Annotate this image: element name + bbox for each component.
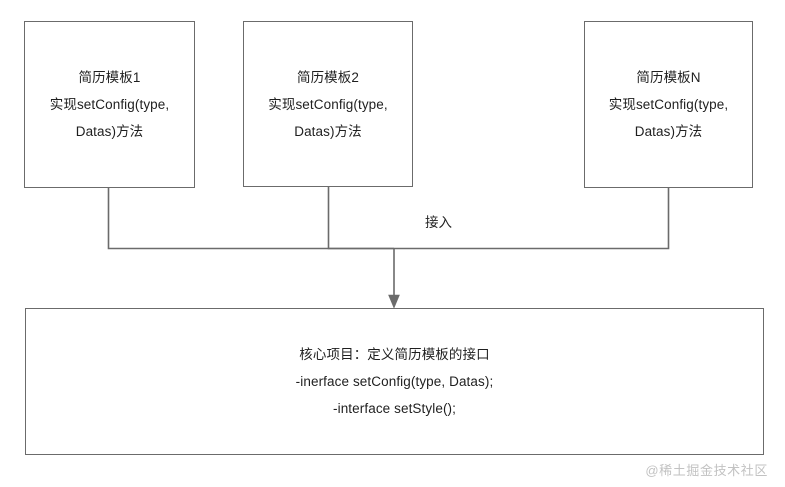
node-core-project-line-2: -inerface setConfig(type, Datas); [295,374,494,389]
connector-template-2 [327,187,394,250]
watermark: @稀土掘金技术社区 [645,463,768,478]
node-core-project-line-3: -interface setStyle(); [333,401,456,416]
node-template-1-line-3: Datas)方法 [75,124,144,139]
node-template-2-line-2: 实现setConfig(type, [268,96,388,112]
node-core-project[interactable]: 核心项目：定义简历模板的接口 -inerface setConfig(type,… [25,308,764,455]
arrow-head-icon [388,294,400,309]
node-template-2[interactable]: 简历模板2 实现setConfig(type, Datas)方法 [243,21,413,187]
node-template-1-line-2: 实现setConfig(type, [49,97,170,112]
node-template-1-line-1: 简历模板1 [78,70,141,85]
connector-template-1 [107,188,394,250]
node-template-1[interactable]: 简历模板1 实现setConfig(type, Datas)方法 [24,21,195,188]
node-template-2-line-1: 简历模板2 [296,69,359,85]
node-template-n-line-3: Datas)方法 [634,124,703,139]
node-template-n-line-1: 简历模板N [636,70,701,85]
edge-label-jieru: 接入 [425,215,452,230]
node-template-n[interactable]: 简历模板N 实现setConfig(type, Datas)方法 [584,21,753,188]
node-core-project-line-1: 核心项目：定义简历模板的接口 [299,347,490,362]
node-template-2-line-3: Datas)方法 [294,123,362,139]
node-template-n-line-2: 实现setConfig(type, [608,97,729,112]
